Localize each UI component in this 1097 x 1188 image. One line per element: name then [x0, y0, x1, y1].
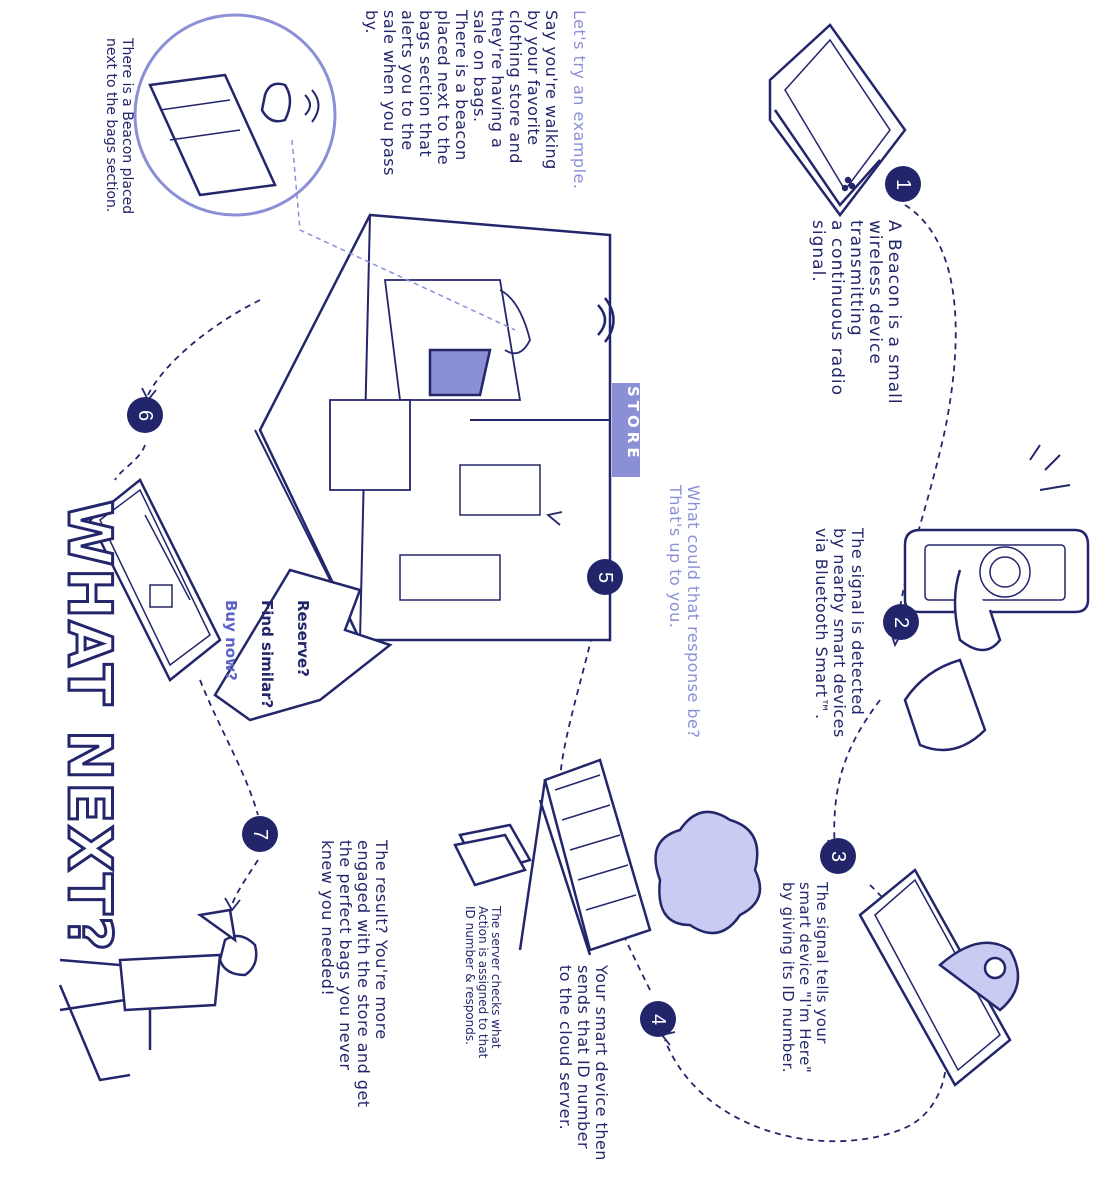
- step-badge-1: 1: [885, 166, 921, 202]
- speech-bubble: [213, 568, 393, 722]
- beacon-device-illustration: [768, 23, 907, 218]
- inset-caption: There is a Beacon placed next to the bag…: [103, 38, 135, 215]
- step-4-text: Your smart device then sends that ID num…: [556, 965, 611, 1161]
- cloud-server-illustration: [453, 758, 762, 956]
- what-next-headline: WHAT NEXT?: [53, 499, 126, 955]
- tablet-hand-illustration: [903, 444, 1090, 752]
- step-2-text: The signal is detected by nearby smart d…: [812, 528, 867, 738]
- bubble-line-reserve: Reserve?: [294, 600, 312, 677]
- step-1-text: A Beacon is a small wireless device tran…: [808, 220, 904, 405]
- step-badge-4: 4: [640, 1001, 676, 1037]
- businessman-illustration: [58, 908, 258, 1082]
- step-badge-6: 6: [127, 397, 163, 433]
- step-badge-3: 3: [820, 838, 856, 874]
- phone-app-illustration: [88, 478, 222, 682]
- example-body: Say you're walking by your favorite clot…: [362, 10, 561, 176]
- server-note-text: The server checks what Action is assigne…: [463, 906, 503, 1059]
- detail-inset-illustration: [133, 13, 516, 331]
- store-label: STORE: [624, 386, 642, 462]
- store-illustration: [254, 213, 640, 642]
- step-5-text: What could that response be? That's up t…: [666, 485, 703, 739]
- bubble-line-buy-now: Buy now?: [222, 600, 240, 681]
- tablet-pin-illustration: [858, 868, 1020, 1087]
- step-badge-5: 5: [587, 559, 623, 595]
- step-badge-2: 2: [883, 604, 919, 640]
- speech-bubble-text: Reserve? Find similar? Buy now?: [204, 600, 330, 708]
- step-3-text: The signal tells your smart device "I'm …: [779, 882, 831, 1074]
- example-intro: Let's try an example.: [570, 10, 589, 190]
- bubble-line-find-similar: Find similar?: [258, 600, 276, 709]
- step-7-text: The result? You're more engaged with the…: [318, 840, 391, 1108]
- step-badge-7: 7: [242, 816, 278, 852]
